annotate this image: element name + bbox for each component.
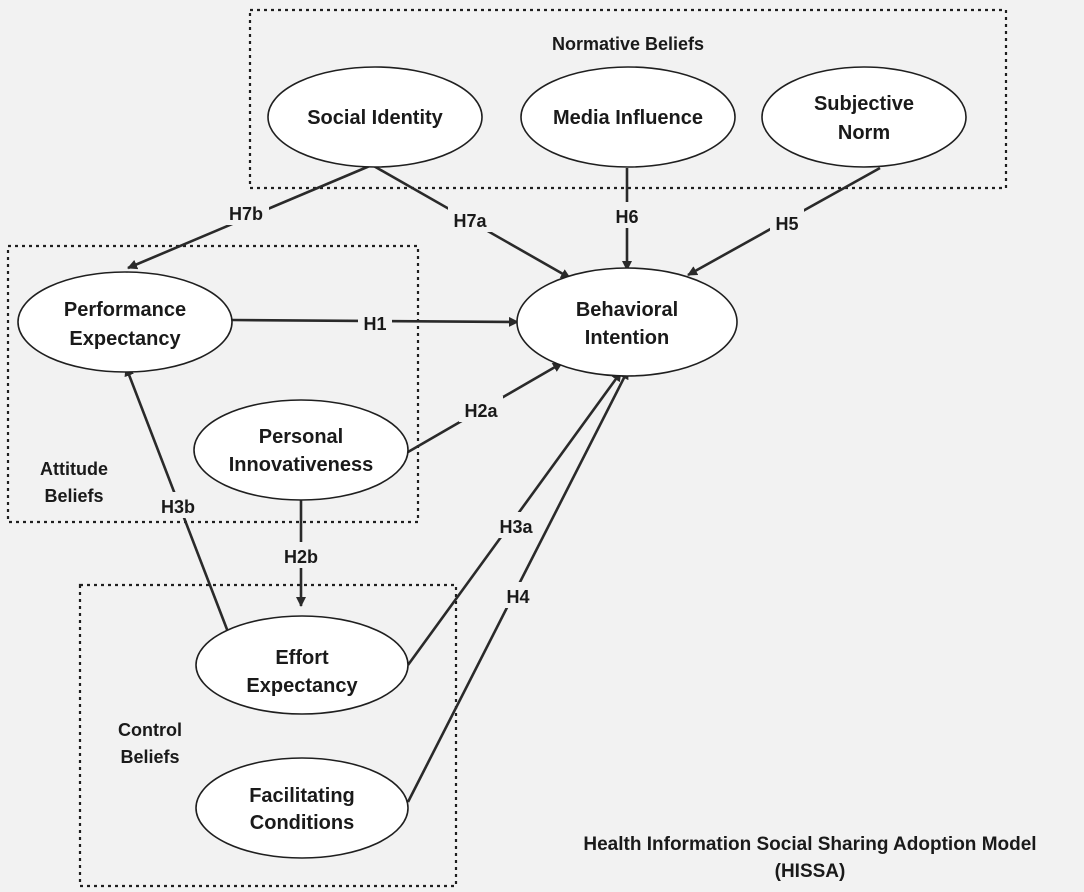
- model-caption: (HISSA): [775, 861, 846, 882]
- edge-label-h7b: H7b: [229, 204, 263, 224]
- node-label: Performance: [64, 299, 186, 321]
- node-label: Behavioral: [576, 299, 678, 321]
- group-label-normative-beliefs: Normative Beliefs: [552, 34, 704, 54]
- edge-label-h2b: H2b: [284, 547, 318, 567]
- node-label: Subjective: [814, 93, 914, 115]
- node-label: Norm: [838, 122, 890, 144]
- edge-label-h7a: H7a: [453, 211, 487, 231]
- node-label: Personal: [259, 426, 343, 448]
- node-label: Expectancy: [246, 675, 358, 697]
- edge-label-h4: H4: [506, 587, 529, 607]
- group-label-control-beliefs: Control: [118, 720, 182, 740]
- edge-label-h3a: H3a: [499, 517, 533, 537]
- node-label: Effort: [275, 647, 329, 669]
- group-label-control-beliefs: Beliefs: [120, 747, 179, 767]
- node-social-identity: Social Identity: [267, 66, 483, 168]
- node-performance-expectancy: Performance Expectancy: [17, 271, 233, 373]
- node-label: Conditions: [250, 812, 354, 834]
- node-label: Media Influence: [553, 107, 703, 129]
- edge-label-h5: H5: [775, 214, 798, 234]
- node-subjective-norm: Subjective Norm: [761, 66, 967, 168]
- node-label: Innovativeness: [229, 454, 374, 476]
- node-behavioral-intention: Behavioral Intention: [516, 267, 738, 377]
- edge-label-h3b: H3b: [161, 497, 195, 517]
- group-label-attitude-beliefs: Attitude: [40, 459, 108, 479]
- node-personal-innovativeness: Personal Innovativeness: [193, 399, 409, 501]
- model-caption: Health Information Social Sharing Adopti…: [583, 834, 1036, 855]
- node-label: Social Identity: [307, 107, 443, 129]
- edge-label-h2a: H2a: [464, 401, 498, 421]
- edge-label-h6: H6: [615, 207, 638, 227]
- node-media-influence: Media Influence: [520, 66, 736, 168]
- attitude-beliefs-group: [6, 244, 420, 524]
- node-label: Facilitating: [249, 785, 355, 807]
- control-beliefs-group: [78, 583, 458, 888]
- node-label: Intention: [585, 327, 669, 349]
- node-facilitating-conditions: Facilitating Conditions: [195, 757, 409, 859]
- node-effort-expectancy: Effort Expectancy: [195, 615, 409, 715]
- node-label: Expectancy: [69, 328, 181, 350]
- edge-label-layer: H7b H7a H6 H5 H1 H2a H2b H3b H3a H4: [154, 199, 804, 608]
- edge-label-h1: H1: [363, 314, 386, 334]
- group-label-attitude-beliefs: Beliefs: [44, 486, 103, 506]
